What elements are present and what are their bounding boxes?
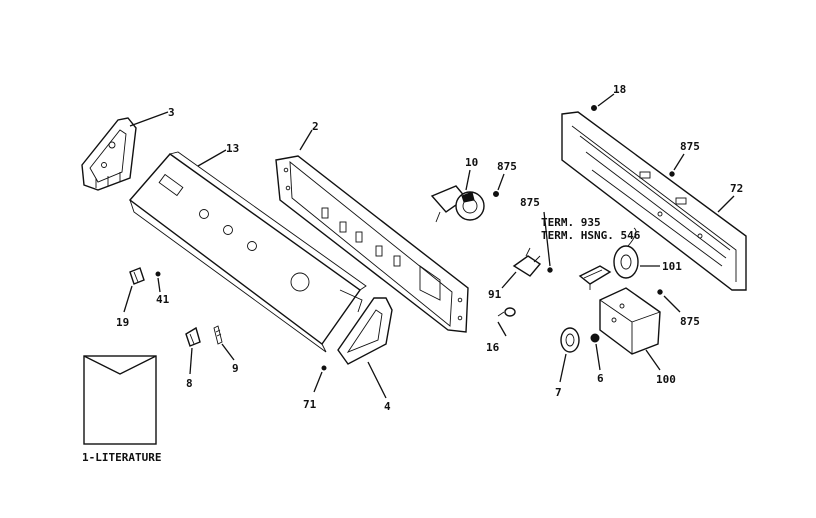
label-6: 6: [597, 372, 604, 385]
part-101-motor: [613, 227, 660, 279]
screw-875-c: [543, 211, 553, 273]
part-6-clip: [590, 333, 601, 371]
label-875-c: 875: [520, 196, 540, 209]
label-72: 72: [730, 182, 743, 195]
label-71: 71: [303, 398, 317, 411]
literature-envelope: [83, 355, 157, 445]
label-91: 91: [488, 288, 502, 301]
label-875-b: 875: [680, 140, 700, 153]
part-9-spring: [213, 325, 235, 361]
label-41: 41: [156, 293, 170, 306]
label-16: 16: [486, 341, 500, 354]
screw-875-a: [493, 173, 505, 197]
part-2-frame: [275, 129, 469, 333]
part-7-knob: [559, 327, 580, 383]
part-19-button: [123, 267, 145, 313]
screw-875-d: [657, 289, 681, 313]
part-4-end-cap: [337, 297, 393, 399]
label-13: 13: [226, 142, 239, 155]
terminal-housing: [578, 265, 612, 290]
label-8: 8: [186, 377, 193, 390]
screw-875-b: [669, 153, 685, 177]
screw-41: [155, 271, 161, 293]
label-2: 2: [312, 120, 319, 133]
label-literature: 1-LITERATURE: [82, 451, 161, 464]
label-4: 4: [384, 400, 391, 413]
label-10: 10: [465, 156, 478, 169]
label-3: 3: [168, 106, 175, 119]
part-13-control-panel: [128, 149, 367, 353]
screw-16: [497, 307, 516, 337]
part-91-bracket: [501, 247, 542, 289]
label-875-d: 875: [680, 315, 700, 328]
part-8-button: [185, 326, 201, 375]
label-term-hsng-546: TERM. HSNG. 546: [541, 229, 641, 242]
screw-18: [591, 93, 615, 111]
label-19: 19: [116, 316, 129, 329]
part-100-timer: [599, 287, 661, 371]
part-72-rear-panel: [561, 111, 747, 291]
label-9: 9: [232, 362, 239, 375]
label-18: 18: [613, 83, 626, 96]
label-term-935: TERM. 935: [541, 216, 601, 229]
label-875-a: 875: [497, 160, 517, 173]
screw-71: [313, 365, 327, 393]
label-101: 101: [662, 260, 682, 273]
label-7: 7: [555, 386, 562, 399]
part-3-end-cap: [81, 111, 169, 191]
part-10-switch: [430, 169, 485, 223]
label-100: 100: [656, 373, 676, 386]
